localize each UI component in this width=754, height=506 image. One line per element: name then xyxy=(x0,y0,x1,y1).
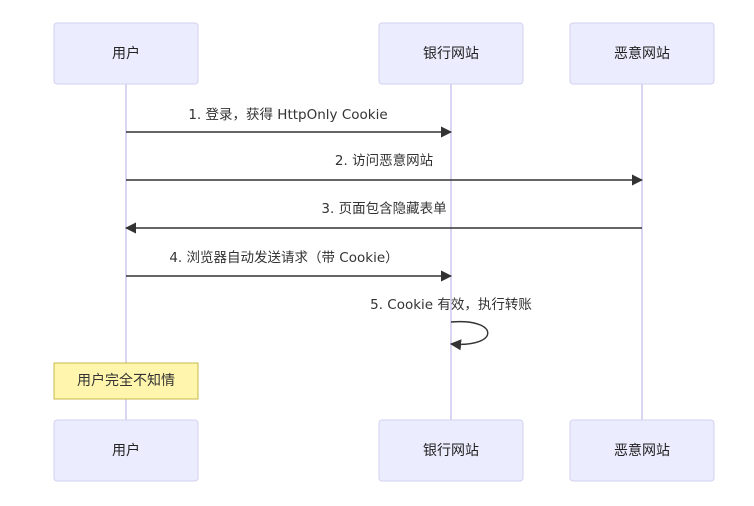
actor-label: 恶意网站 xyxy=(614,442,670,459)
note-label: 用户完全不知情 xyxy=(77,372,175,389)
message-label: 4. 浏览器自动发送请求（带 Cookie） xyxy=(169,250,398,266)
actor-top-user: 用户 xyxy=(53,22,199,85)
message-label: 5. Cookie 有效，执行转账 xyxy=(370,297,532,313)
actor-top-bank: 银行网站 xyxy=(378,22,524,85)
message-label: 2. 访问恶意网站 xyxy=(335,152,433,169)
actor-top-malicious: 恶意网站 xyxy=(569,22,715,85)
actor-label: 银行网站 xyxy=(423,46,479,62)
self-message-arrow xyxy=(449,320,489,351)
actor-label: 用户 xyxy=(112,45,140,62)
actor-bottom-malicious: 恶意网站 xyxy=(569,419,715,482)
message-label: 3. 页面包含隐藏表单 xyxy=(321,201,446,217)
actor-bottom-user: 用户 xyxy=(53,419,199,482)
actor-label: 用户 xyxy=(112,442,140,459)
message-label: 1. 登录，获得 HttpOnly Cookie xyxy=(188,106,387,123)
note: 用户完全不知情 xyxy=(53,362,199,400)
actor-bottom-bank: 银行网站 xyxy=(378,419,524,482)
actor-label: 银行网站 xyxy=(423,443,479,459)
actor-label: 恶意网站 xyxy=(614,45,670,62)
